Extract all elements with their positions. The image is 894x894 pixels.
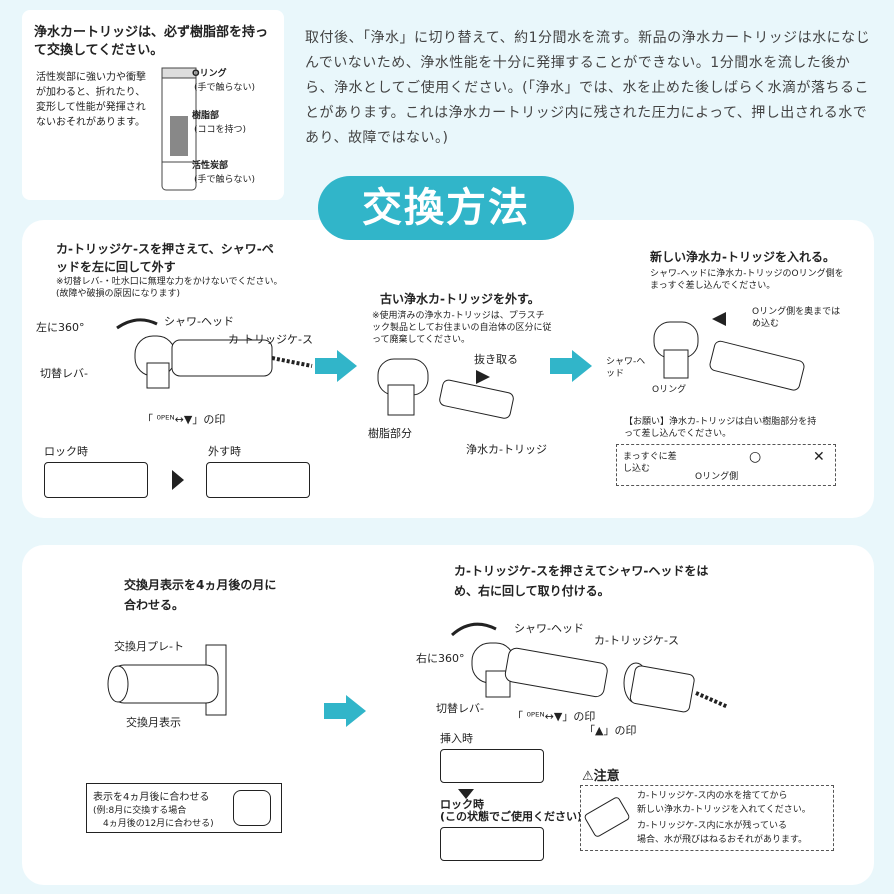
cartridge-case-icon [583, 795, 631, 839]
step5-rotate-label: 右に360° [416, 652, 465, 665]
state-arrow-icon [172, 470, 184, 490]
step3-o-ring-label: Oリング [652, 385, 687, 395]
carbon-note: (手で触らない) [194, 175, 256, 185]
step4-heading: 交換月表示を4ヵ月後の月に合わせる。 [124, 578, 277, 612]
shower-head-illustration-1 [116, 318, 313, 389]
step2-pull-label: 抜き取る [474, 353, 518, 366]
step3-o-side-label: Oリング側 [695, 472, 739, 482]
step4-display-label: 交換月表示 [126, 716, 181, 729]
caution-line1: カ-トリッジケ-ス内の水を捨ててから [637, 791, 788, 801]
remove-cartridge-illustration [377, 358, 514, 419]
cartridge-box-heading: 浄水カートリッジは、必ず樹脂部を持って交換してください。 [34, 25, 269, 58]
insert-arrow-icon [712, 312, 726, 326]
cartridge-illustration [161, 67, 197, 191]
insert-guide-box: まっすぐに差し込む Oリング側 ○ ✕ [616, 444, 836, 486]
step3-note: シャワ-ヘッドに浄水カ-トリッジのOリング側をまっすぐ差し込んでください。 [650, 269, 844, 291]
flow-arrow-3-head [346, 695, 366, 727]
locked-state-illustration [440, 827, 544, 861]
state-down-arrow-icon [458, 789, 474, 799]
caution-line3: カ-トリッジケ-ス内に水が残っている [637, 821, 788, 831]
step5-inserted-label: 挿入時 [440, 732, 473, 745]
caution-line4: 場合、水が飛びはねるおそれがあります。 [637, 835, 808, 845]
month-example-box: 表示を4ヵ月後に合わせる (例:8月に交換する場合 4ヵ月後の12月に合わせる) [86, 783, 282, 833]
caution-box: カ-トリッジケ-ス内の水を捨ててから 新しい浄水カ-トリッジを入れてください。 … [580, 785, 834, 851]
step5-lever-label: 切替レバ- [436, 702, 484, 715]
step4-example-line1: (例:8月に交換する場合 [93, 806, 187, 816]
step4-example-line2: 4ヵ月後の12月に合わせる) [103, 819, 214, 829]
step2-resin-label: 樹脂部分 [368, 427, 412, 440]
step3-request: 【お願い】浄水カ-トリッジは白い樹脂部分を持って差し込んでください。 [624, 417, 817, 439]
inserted-state-illustration [440, 749, 544, 783]
step1-rotate-label: 左に360° [36, 321, 85, 334]
step1-heading: カ-トリッジケ-スを押さえて、シャワ-ペッドを左に回して外す [56, 242, 274, 274]
page-title: 交換方法 [318, 176, 574, 240]
cartridge-handling-box: 浄水カートリッジは、必ず樹脂部を持って交換してください。 活性炭部に強い力や衝撃… [22, 10, 284, 200]
cartridge-box-warning: 活性炭部に強い力や衝撃が加わると、折れたり、変形して性能が発揮されないおそれがあ… [36, 72, 146, 128]
step2-note: ※使用済みの浄水カ-トリッジは、プラスチック製品としてお住まいの自治体の区分に従… [372, 311, 552, 345]
step1-unlocked-label: 外す時 [208, 445, 241, 458]
caution-title: ⚠注意 [582, 769, 620, 784]
resin-note: (ココを持つ) [194, 125, 247, 135]
step4-plate-label: 交換月プレ-ト [114, 640, 184, 653]
step5-case-label: カ-トリッジケ-ス [594, 634, 679, 647]
pull-arrow-icon [476, 370, 490, 384]
steps-panel-1: カ-トリッジケ-スを押さえて、シャワ-ペッドを左に回して外す ※切替レバ-・吐水… [22, 220, 874, 518]
attach-shower-head-illustration [450, 622, 729, 713]
o-ring-label: Oリング [192, 69, 227, 79]
step5-locked-note: (この状態でご使用ください) [440, 810, 583, 823]
caution-line2: 新しい浄水カ-トリッジを入れてください。 [637, 805, 811, 815]
step3-insert-label: Oリング側を奥まではめ込む [752, 307, 841, 329]
ok-icon: ○ [749, 449, 762, 465]
insert-cartridge-illustration [653, 321, 805, 391]
step5-locked-label: ロック時 [440, 798, 484, 811]
step3-straight-label: まっすぐに差し込む [623, 452, 677, 474]
step5-shower-head-label: シャワ-ヘッド [514, 622, 584, 635]
step5-heading: カ-トリッジケ-スを押さえてシャワ-ヘッドをはめ、右に回して取り付ける。 [454, 564, 709, 598]
step1-shower-head-label: シャワ-ヘッド [164, 315, 234, 328]
carbon-label: 活性炭部 [192, 161, 229, 171]
month-plate-illustration [107, 644, 227, 716]
flow-arrow-2 [550, 358, 572, 374]
unlock-state-illustration [206, 462, 310, 498]
flow-arrow-1-head [337, 350, 357, 382]
resin-label: 樹脂部 [192, 111, 220, 121]
step5-tri-mark-label: 「▲」の印 [584, 724, 637, 737]
ng-icon: ✕ [813, 449, 825, 465]
step2-heading: 古い浄水カ-トリッジを外す。 [380, 292, 540, 306]
o-ring-note: (手で触らない) [194, 83, 256, 93]
flow-arrow-1 [315, 358, 337, 374]
lock-state-illustration [44, 462, 148, 498]
step1-case-label: カ-トリッジケ-ス [228, 333, 313, 346]
step1-note: ※切替レバ-・吐水口に無理な力をかけないでください。(故障や破損の原因になります… [56, 277, 283, 299]
flow-arrow-2-head [572, 350, 592, 382]
step2-cartridge-label: 浄水カ-トリッジ [466, 443, 547, 456]
step3-shower-head-label: シャワ-ヘッド [606, 357, 646, 379]
step4-example-title: 表示を4ヵ月後に合わせる [93, 792, 210, 803]
steps-panel-2: 交換月表示を4ヵ月後の月に合わせる。 交換月プレ-ト 交換月表示 表示を4ヵ月後… [22, 545, 874, 885]
month-dial-icon [233, 790, 271, 826]
flow-arrow-3 [324, 703, 346, 719]
step3-heading: 新しい浄水カ-トリッジを入れる。 [650, 250, 835, 264]
intro-text: 取付後、「浄水」に切り替えて、約1分間水を流す。新品の浄水カートリッジは水になじ… [305, 30, 871, 146]
step1-lever-label: 切替レバ- [40, 367, 88, 380]
step5-mark-label: 「 ⁰ᴾᴱᴺ↔▼」の印 [512, 710, 596, 723]
step1-mark-label: 「 ⁰ᴾᴱᴺ↔▼」の印 [142, 413, 226, 426]
step1-locked-label: ロック時 [44, 445, 88, 458]
